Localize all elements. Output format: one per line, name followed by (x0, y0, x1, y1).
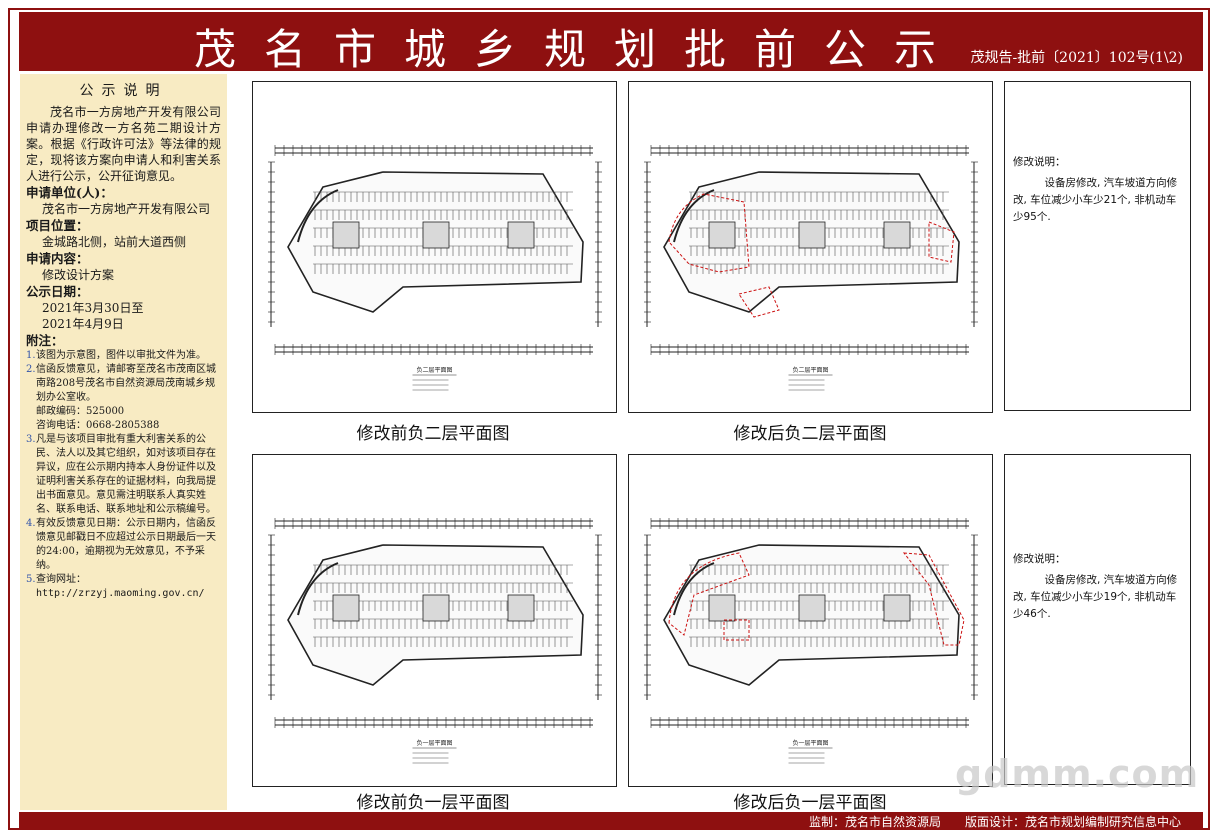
revision-note-title: 修改说明： (1013, 156, 1066, 168)
caption-after-b2: 修改后负二层平面图 (733, 424, 887, 444)
plan-before-b1: 负一层平面图 (252, 454, 617, 787)
plan-after-b1: 负一层平面图 (628, 454, 993, 787)
revision-cloud (668, 552, 965, 646)
date-label: 公示日期： (26, 284, 89, 299)
revision-note-body: 设备房修改, 汽车坡道方向修改, 车位减少小车少21个, 非机动车少95个. (1013, 177, 1178, 223)
note-item: 4.有效反馈意见日期：公示日期内，信函反馈意见邮戳日不应超过公示日期最后一天的2… (26, 518, 216, 571)
caption-before-b2: 修改前负二层平面图 (356, 424, 510, 444)
revision-note-b2: 修改说明： 设备房修改, 汽车坡道方向修改, 车位减少小车少21个, 非机动车少… (1004, 81, 1191, 411)
revision-note-b1: 修改说明： 设备房修改, 汽车坡道方向修改, 车位减少小车少19个, 非机动车少… (1004, 454, 1191, 785)
footer-credits: 监制：茂名市自然资源局 版面设计：茂名市规划编制研究信息中心 (808, 815, 1181, 829)
note-item: 邮政编码：525000 (36, 406, 125, 417)
notice-sidebar: 公示说明 茂名市一方房地产开发有限公司申请办理修改一方名苑二期设计方案。根据《行… (20, 74, 227, 810)
location-label: 项目位置： (26, 218, 89, 233)
note-item: 5.查询网址： (26, 574, 86, 585)
page-title: 茂名市城乡规划批前公示 (194, 25, 965, 74)
floor-plan-drawing: 负二层平面图 (644, 145, 978, 391)
content-label: 申请内容： (26, 251, 89, 266)
note-item: 2.信函反馈意见，请邮寄至茂名市茂南区城南路208号茂名市自然资源局茂南城乡规划… (26, 364, 216, 403)
notes-list: 1.该图为示意图，图件以审批文件为准。 2.信函反馈意见，请邮寄至茂名市茂南区城… (26, 349, 221, 601)
date-start: 2021年3月30日至 (42, 301, 144, 315)
location-value: 金城路北侧，站前大道西侧 (42, 235, 187, 249)
floor-plan-drawing: 负二层平面图 (268, 145, 602, 391)
header-banner: 茂名市城乡规划批前公示 茂规告-批前〔2021〕102号(1\2) (19, 12, 1203, 74)
floor-plan-drawing: 负一层平面图 (268, 518, 602, 764)
revision-note-body: 设备房修改, 汽车坡道方向修改, 车位减少小车少19个, 非机动车少46个. (1013, 574, 1178, 620)
caption-after-b1: 修改后负一层平面图 (733, 793, 887, 813)
query-url-link[interactable]: http://zrzyj.maoming.gov.cn/ (36, 588, 205, 599)
footer-banner: 监制：茂名市自然资源局 版面设计：茂名市规划编制研究信息中心 (19, 812, 1203, 830)
plan-after-b2: 负二层平面图 (628, 81, 993, 413)
revision-cloud (668, 193, 955, 318)
document-number: 茂规告-批前〔2021〕102号(1\2) (970, 50, 1183, 66)
caption-before-b1: 修改前负一层平面图 (356, 793, 510, 813)
note-item: 咨询电话：0668-2805388 (36, 420, 160, 431)
plan-label: 负二层平面图 (416, 366, 452, 374)
sidebar-title: 公示说明 (79, 83, 168, 99)
revision-note-title: 修改说明： (1013, 553, 1066, 565)
date-end: 2021年4月9日 (42, 317, 124, 331)
notes-label: 附注： (26, 333, 64, 348)
applicant-label: 申请单位(人)： (26, 185, 113, 200)
plan-before-b2: 负二层平面图 (252, 81, 617, 413)
note-item: 1.该图为示意图，图件以审批文件为准。 (26, 350, 206, 361)
note-url[interactable]: http://zrzyj.maoming.gov.cn/ (26, 587, 221, 601)
note-item: 3.凡是与该项目审批有重大利害关系的公民、法人以及其它组织，如对该项目存在异议，… (26, 434, 216, 515)
site-watermark: gdmm.com (955, 752, 1200, 796)
applicant-value: 茂名市一方房地产开发有限公司 (42, 202, 211, 216)
plan-label: 负一层平面图 (416, 739, 452, 747)
plan-label: 负一层平面图 (792, 739, 828, 747)
floor-plan-drawing: 负一层平面图 (644, 518, 978, 764)
intro-text: 茂名市一方房地产开发有限公司申请办理修改一方名苑二期设计方案。根据《行政许可法》… (26, 105, 221, 183)
plan-label: 负二层平面图 (792, 366, 828, 374)
content-value: 修改设计方案 (42, 268, 115, 282)
